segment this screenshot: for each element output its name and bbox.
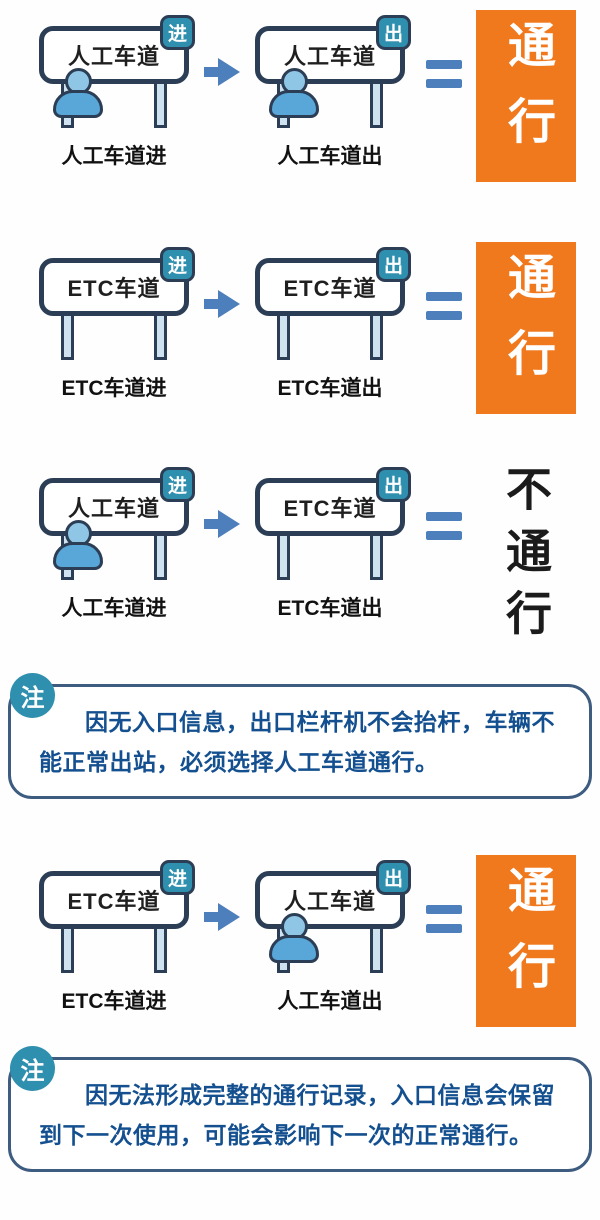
gate-group-left: ETC车道 进 ETC车道进 bbox=[28, 855, 200, 1015]
gate-leg bbox=[154, 316, 167, 360]
entry-badge: 进 bbox=[160, 247, 195, 282]
toll-gate: ETC车道 进 bbox=[39, 247, 195, 360]
gate-leg bbox=[277, 536, 290, 580]
person-icon bbox=[269, 913, 319, 964]
result-pass: 通行 bbox=[476, 855, 576, 1028]
toll-gate: ETC车道 进 bbox=[39, 860, 195, 974]
gate-leg bbox=[370, 536, 383, 580]
person-body bbox=[269, 935, 319, 964]
arrow-right-icon bbox=[204, 58, 240, 86]
gate-caption: 人工车道进 bbox=[61, 597, 167, 620]
gate-leg bbox=[154, 84, 167, 128]
exit-badge: 出 bbox=[376, 467, 411, 502]
lane-sign-label: 人工车道 bbox=[283, 889, 376, 915]
gate-group-right: ETC车道 出 ETC车道出 bbox=[244, 462, 416, 622]
person-body bbox=[269, 90, 319, 118]
lane-sign-label: 人工车道 bbox=[67, 44, 160, 69]
person-icon bbox=[53, 68, 103, 118]
gate-caption: 人工车道出 bbox=[277, 145, 383, 168]
gate-group-left: 人工车道 进 人工车道进 bbox=[28, 462, 200, 622]
toll-gate: ETC车道 出 bbox=[255, 467, 411, 580]
gate-legs bbox=[277, 316, 383, 360]
lane-sign: ETC车道 出 bbox=[255, 467, 411, 536]
toll-gate: 人工车道 出 bbox=[255, 860, 411, 974]
lane-sign-label: 人工车道 bbox=[67, 496, 160, 521]
note-text: 因无入口信息，出口栏杆机不会抬杆，车辆不能正常出站，必须选择人工车道通行。 bbox=[39, 709, 555, 775]
lane-sign: ETC车道 进 bbox=[39, 860, 195, 930]
gate-leg bbox=[61, 316, 74, 360]
gate-leg bbox=[61, 929, 74, 974]
gate-group-left: ETC车道 进 ETC车道进 bbox=[28, 242, 200, 402]
gate-caption: ETC车道进 bbox=[61, 377, 167, 400]
entry-badge: 进 bbox=[160, 467, 195, 502]
note-text: 因无法形成完整的通行记录，入口信息会保留到下一次使用，可能会影响下一次的正常通行… bbox=[39, 1082, 555, 1148]
gate-group-right: ETC车道 出 ETC车道出 bbox=[244, 242, 416, 402]
lane-sign-label: ETC车道 bbox=[283, 276, 377, 301]
equals-icon bbox=[426, 60, 462, 88]
toll-gate: 人工车道 进 bbox=[39, 467, 195, 580]
scenario-row-1: 人工车道 进 人工车道进 人工车道 出 bbox=[0, 0, 600, 182]
lane-sign-label: ETC车道 bbox=[67, 889, 161, 915]
gate-caption: ETC车道出 bbox=[277, 377, 383, 400]
note-badge: 注 bbox=[10, 673, 55, 718]
gate-leg bbox=[370, 84, 383, 128]
scenario-row-2: ETC车道 进 ETC车道进 ETC车道 出 bbox=[0, 242, 600, 414]
gate-group-right: 人工车道 出 人工车道出 bbox=[244, 855, 416, 1015]
gate-caption: 人工车道进 bbox=[61, 145, 167, 168]
lane-sign-label: 人工车道 bbox=[283, 44, 376, 69]
result-no-pass: 不通行 bbox=[500, 465, 552, 651]
toll-gate: 人工车道 进 bbox=[39, 15, 195, 128]
gate-leg bbox=[370, 929, 383, 974]
gate-group-left: 人工车道 进 人工车道进 bbox=[28, 10, 200, 170]
result-pass: 通行 bbox=[476, 10, 576, 182]
gate-leg bbox=[277, 316, 290, 360]
lane-sign: ETC车道 出 bbox=[255, 247, 411, 316]
arrow-right-icon bbox=[204, 290, 240, 318]
gate-leg bbox=[154, 536, 167, 580]
lane-sign-label: ETC车道 bbox=[283, 496, 377, 521]
exit-badge: 出 bbox=[376, 860, 411, 896]
lane-sign: 人工车道 进 bbox=[39, 467, 195, 536]
person-body bbox=[53, 542, 103, 570]
note-box-1: 注 因无入口信息，出口栏杆机不会抬杆，车辆不能正常出站，必须选择人工车道通行。 bbox=[8, 673, 592, 800]
person-body bbox=[53, 90, 103, 118]
gate-legs bbox=[277, 536, 383, 580]
gate-leg bbox=[154, 929, 167, 974]
note-box-2: 注 因无法形成完整的通行记录，入口信息会保留到下一次使用，可能会影响下一次的正常… bbox=[8, 1046, 592, 1173]
result-pass: 通行 bbox=[476, 242, 576, 414]
scenario-row-4: ETC车道 进 ETC车道进 人工车道 出 bbox=[0, 855, 600, 1028]
lane-sign: 人工车道 出 bbox=[255, 15, 411, 84]
gate-leg bbox=[370, 316, 383, 360]
lane-sign: 人工车道 进 bbox=[39, 15, 195, 84]
lane-sign-label: ETC车道 bbox=[67, 276, 161, 301]
arrow-right-icon bbox=[204, 510, 240, 538]
lane-sign: ETC车道 进 bbox=[39, 247, 195, 316]
entry-badge: 进 bbox=[160, 860, 195, 896]
gate-caption: 人工车道出 bbox=[277, 990, 383, 1014]
gate-caption: ETC车道进 bbox=[61, 990, 167, 1014]
equals-icon bbox=[426, 512, 462, 540]
arrow-right-icon bbox=[204, 903, 240, 932]
entry-badge: 进 bbox=[160, 15, 195, 50]
toll-gate: ETC车道 出 bbox=[255, 247, 411, 360]
exit-badge: 出 bbox=[376, 15, 411, 50]
gate-caption: ETC车道出 bbox=[277, 597, 383, 620]
gate-legs bbox=[61, 929, 167, 974]
person-icon bbox=[269, 68, 319, 118]
gate-group-right: 人工车道 出 人工车道出 bbox=[244, 10, 416, 170]
person-icon bbox=[53, 520, 103, 570]
toll-gate: 人工车道 出 bbox=[255, 15, 411, 128]
equals-icon bbox=[426, 292, 462, 320]
equals-icon bbox=[426, 905, 462, 934]
note-badge: 注 bbox=[10, 1046, 55, 1092]
scenario-row-3: 人工车道 进 人工车道进 ETC车道 出 bbox=[0, 462, 600, 654]
exit-badge: 出 bbox=[376, 247, 411, 282]
lane-sign: 人工车道 出 bbox=[255, 860, 411, 930]
gate-legs bbox=[61, 316, 167, 360]
